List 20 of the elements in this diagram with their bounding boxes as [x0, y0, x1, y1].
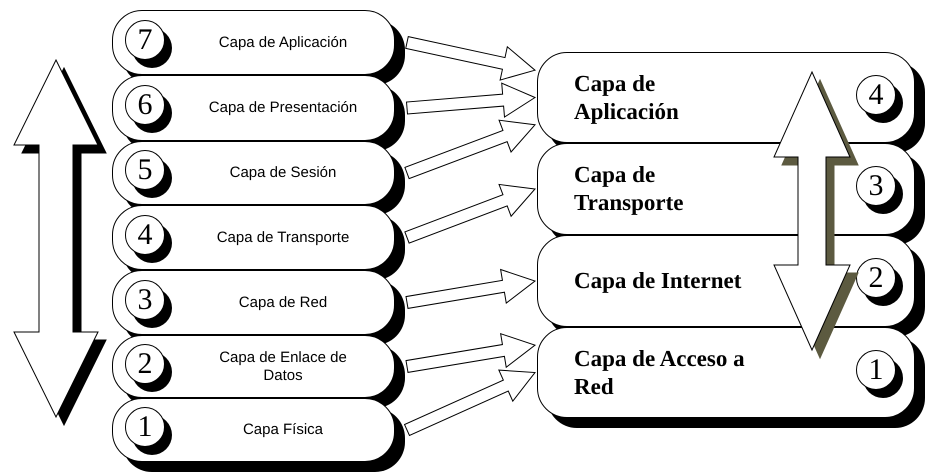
arrow: [405, 36, 536, 81]
arrow: [405, 268, 536, 309]
arrow: [406, 82, 536, 118]
arrow: [404, 370, 536, 436]
layer-label: Capa de Red: [238, 294, 328, 312]
layer-label: Capa Física: [242, 421, 324, 439]
layer-label: Capa de Transporte: [574, 161, 684, 217]
arrow: [404, 184, 536, 244]
layer-label: Capa de Internet: [574, 267, 742, 295]
arrow: [404, 120, 536, 180]
layer-label: Capa de Presentación: [208, 99, 358, 117]
double-arrow: [13, 58, 99, 418]
layer-label: Capa de Aplicación: [574, 70, 680, 126]
layer-label: Capa de Acceso a Red: [574, 344, 746, 400]
arrow: [405, 332, 536, 373]
layer-label: Capa de Sesión: [228, 164, 338, 182]
double-arrow: [773, 70, 851, 352]
layer-label: Capa de Aplicación: [218, 34, 348, 52]
layer-label: Capa de Transporte: [216, 228, 350, 246]
layer-label: Capa de Enlace de Datos: [218, 348, 348, 384]
